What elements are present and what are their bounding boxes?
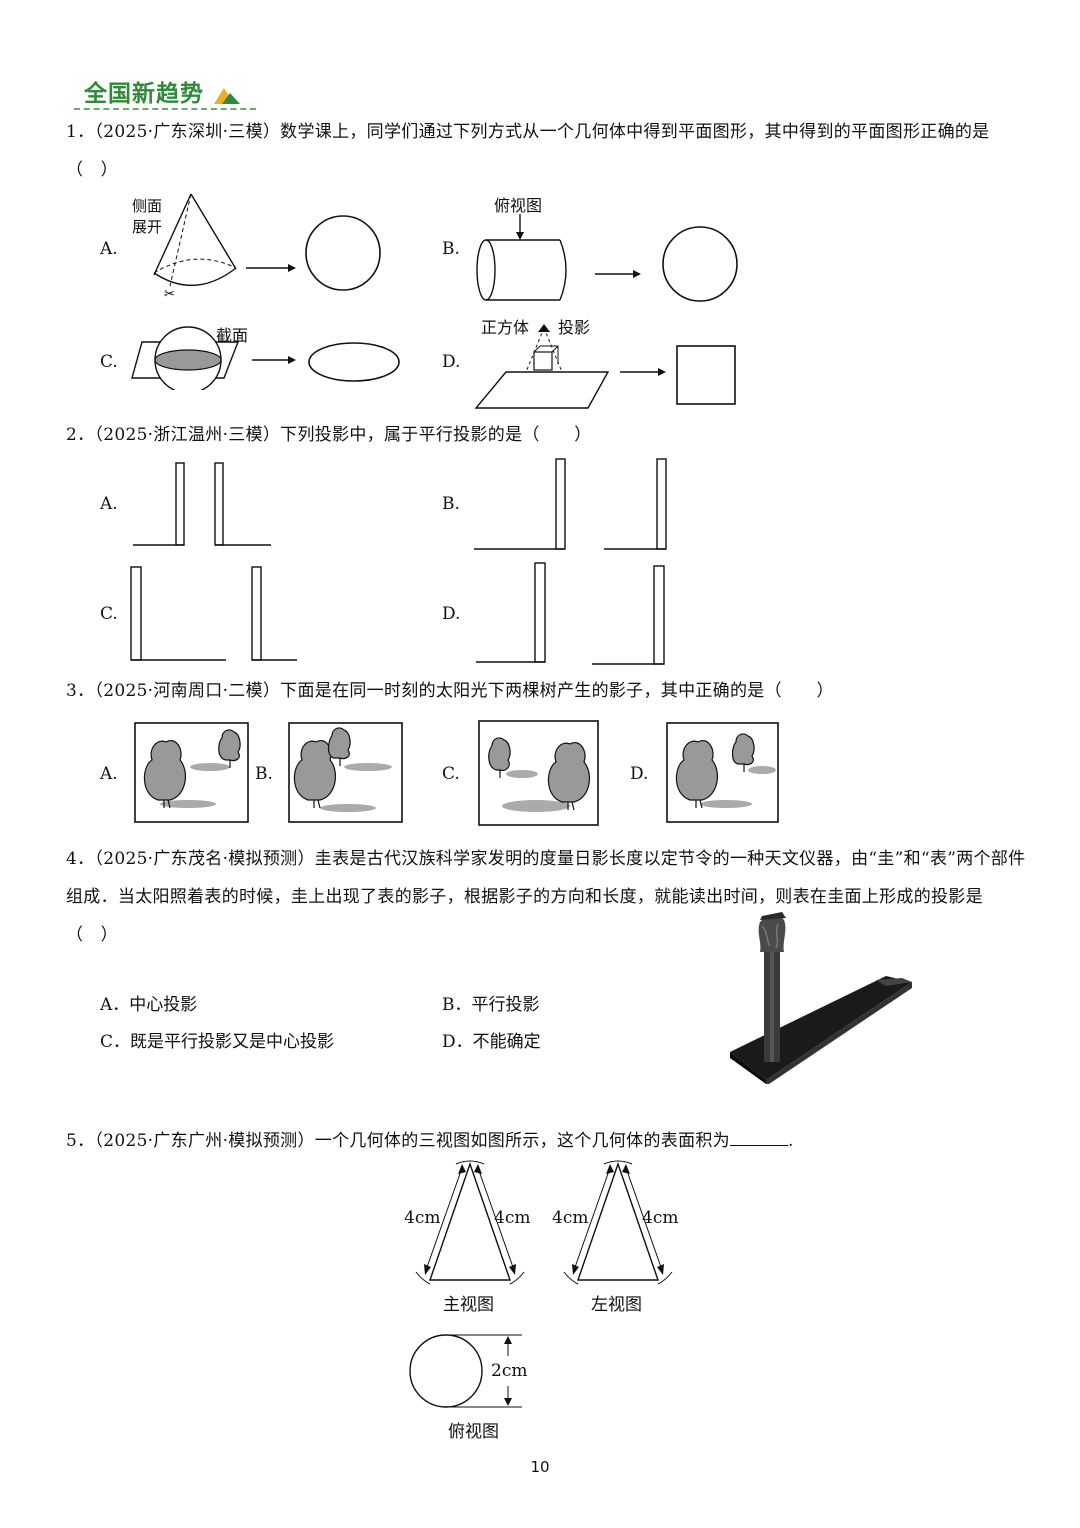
q4-option-d: D．不能确定 <box>442 1027 541 1052</box>
q2-option-a-letter: A. <box>100 494 118 514</box>
q1-option-b-figure <box>476 214 738 302</box>
q5-left-dim-right: 4cm <box>642 1208 679 1228</box>
q4-option-b-letter: B． <box>442 995 472 1015</box>
question-3-stem: 3．（2025·河南周口·二模）下面是在同一时刻的太阳光下两棵树产生的影子，其中… <box>66 681 834 701</box>
q5-top-dim: 2cm <box>491 1361 528 1381</box>
q3-option-c-figure <box>478 720 599 826</box>
q5-front-view-label: 主视图 <box>443 1295 494 1315</box>
q1-option-c-letter: C. <box>100 352 118 372</box>
q2-option-c-letter: C. <box>100 604 118 624</box>
q5-top-view <box>409 1334 522 1408</box>
q1-option-d-letter: D. <box>442 352 461 372</box>
q4-option-b: B．平行投影 <box>442 990 540 1015</box>
q1-option-b-letter: B. <box>442 239 460 259</box>
q4-option-b-text: 平行投影 <box>471 995 540 1015</box>
q3-option-a-figure <box>134 722 249 823</box>
q2-option-d-letter: D. <box>442 604 461 624</box>
q5-top-view-label: 俯视图 <box>448 1422 499 1442</box>
q2-option-c-figure <box>130 566 297 661</box>
q2-option-b-figure <box>474 458 667 550</box>
q4-option-d-letter: D． <box>442 1032 473 1052</box>
q4-option-c: C．既是平行投影又是中心投影 <box>100 1027 334 1052</box>
q5-front-left-views <box>415 1160 673 1285</box>
q2-option-d-figure <box>476 562 665 665</box>
q5-stem-end: . <box>788 1131 794 1151</box>
q3-option-d-figure <box>666 722 779 823</box>
q5-stem-text: 5．（2025·广东广州·模拟预测）一个几何体的三视图如图所示，这个几何体的表面… <box>66 1131 730 1151</box>
q4-option-c-letter: C． <box>100 1032 131 1052</box>
q3-option-d-letter: D. <box>630 764 649 784</box>
q1-option-d-tag-left: 正方体 <box>481 318 530 337</box>
q3-option-b-letter: B. <box>255 764 273 784</box>
q2-option-a-figure <box>133 462 271 546</box>
q4-option-a: A．中心投影 <box>100 990 197 1015</box>
q1-option-a-letter: A. <box>100 239 118 259</box>
page-number: 10 <box>530 1458 550 1476</box>
banner-underline <box>74 108 256 110</box>
q5-answer-blank <box>730 1129 788 1146</box>
question-2-stem: 2．（2025·浙江温州·三模）下列投影中，属于平行投影的是（ ） <box>66 425 592 445</box>
q5-front-dim-right: 4cm <box>494 1208 531 1228</box>
question-4-stem: 4．（2025·广东茂名·模拟预测）圭表是古代汉族科学家发明的度量日影长度以定节… <box>66 849 1026 945</box>
q3-option-b-figure <box>288 722 403 823</box>
q2-option-b-letter: B. <box>442 494 460 514</box>
banner-title: 全国新趋势 <box>84 81 204 107</box>
q1-option-c-figure <box>131 326 400 390</box>
q4-option-c-text: 既是平行投影又是中心投影 <box>130 1032 335 1052</box>
q1-option-b-tag: 俯视图 <box>494 196 543 215</box>
q4-option-d-text: 不能确定 <box>472 1032 541 1052</box>
q4-option-a-letter: A． <box>100 995 130 1015</box>
q5-left-dim-left: 4cm <box>552 1208 589 1228</box>
mountain-icon <box>214 88 240 104</box>
question-5-stem: 5．（2025·广东广州·模拟预测）一个几何体的三视图如图所示，这个几何体的表面… <box>66 1122 1026 1160</box>
q1-option-d-tag-right: 投影 <box>558 318 591 337</box>
q1-option-c-tag: 截面 <box>216 326 249 345</box>
q1-option-d-figure <box>474 324 736 409</box>
question-1-stem: 1．（2025·广东深圳·三模）数学课上，同学们通过下列方式从一个几何体中得到平… <box>66 122 990 180</box>
q3-option-a-letter: A. <box>100 764 118 784</box>
svg-text:✂: ✂ <box>164 287 175 302</box>
q4-guibiao-photo <box>730 912 912 1084</box>
q1-option-a-tag: 侧面 展开 <box>132 197 163 236</box>
q4-option-a-text: 中心投影 <box>129 995 198 1015</box>
q1-option-a-figure: ✂ <box>153 193 381 302</box>
section-banner: 全国新趋势 <box>70 70 260 110</box>
q5-left-view-label: 左视图 <box>591 1295 642 1315</box>
q3-option-c-letter: C. <box>442 764 460 784</box>
q5-front-dim-left: 4cm <box>404 1208 441 1228</box>
